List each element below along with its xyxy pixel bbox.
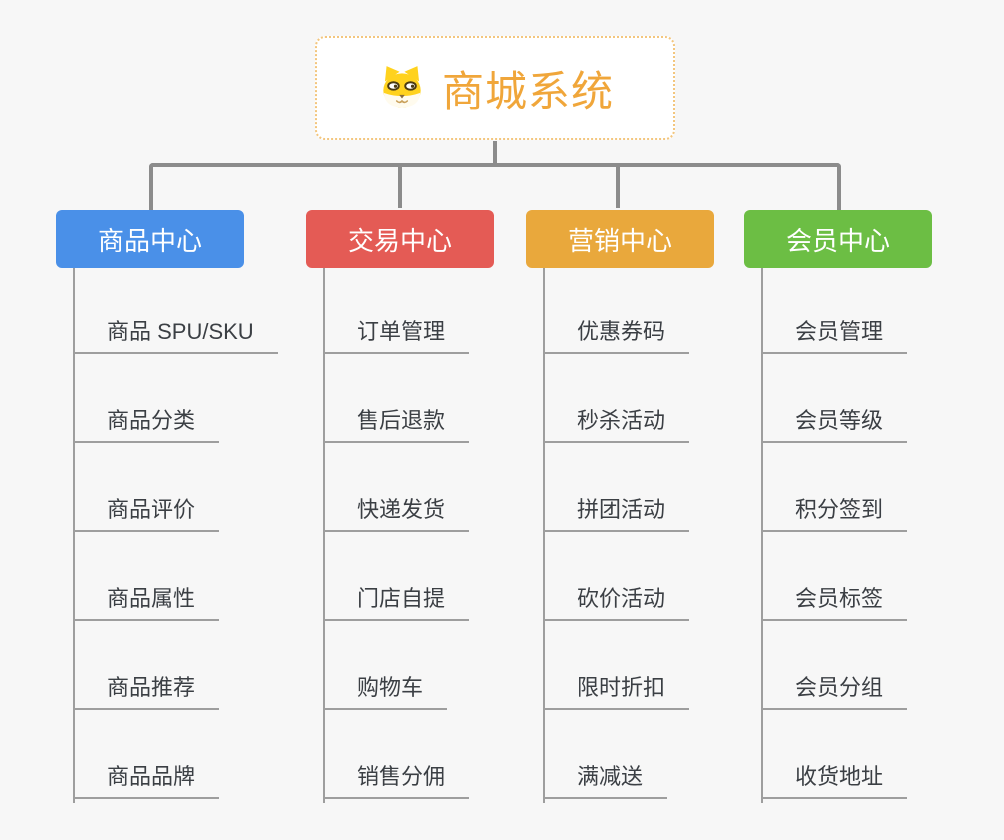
branch-children: 商品 SPU/SKU 商品分类 商品评价 商品属性 商品推荐 商品品牌 [73,265,278,799]
child-topic[interactable]: 商品分类 [73,403,220,443]
child-topic-row: 购物车 [323,621,469,710]
child-topic-row: 限时折扣 [543,621,690,710]
dog-face-icon [376,62,428,114]
child-topic-row: 会员管理 [761,265,908,354]
connector-drop-branch-2 [398,163,402,208]
child-topic-row: 商品评价 [73,443,278,532]
child-topic[interactable]: 购物车 [323,670,448,710]
branch-children: 会员管理 会员等级 积分签到 会员标签 会员分组 收货地址 [761,265,908,799]
child-topic-row: 拼团活动 [543,443,690,532]
branch-trunk-line [323,268,325,803]
child-topic[interactable]: 售后退款 [323,403,470,443]
child-topic[interactable]: 销售分佣 [323,759,470,799]
child-topic-row: 销售分佣 [323,710,470,799]
child-topic[interactable]: 商品评价 [73,492,220,532]
child-topic[interactable]: 拼团活动 [543,492,690,532]
child-topic-row: 商品 SPU/SKU [73,265,278,354]
child-topic-row: 商品品牌 [73,710,278,799]
branch-header-3[interactable]: 会员中心 [744,210,932,268]
branch-label: 营销中心 [567,225,672,256]
child-topic[interactable]: 会员分组 [761,670,908,710]
child-topic-row: 收货地址 [761,710,908,799]
child-topic-row: 商品分类 [73,354,278,443]
child-topic-row: 秒杀活动 [543,354,690,443]
child-topic[interactable]: 门店自提 [323,581,470,621]
child-topic[interactable]: 会员标签 [761,581,908,621]
child-topic-row: 商品属性 [73,532,278,621]
child-topic-row: 会员分组 [761,621,908,710]
child-topic[interactable]: 收货地址 [761,759,908,799]
connector-drop-branch-3 [616,163,620,208]
child-topic[interactable]: 秒杀活动 [543,403,690,443]
branch-children: 优惠券码 秒杀活动 拼团活动 砍价活动 限时折扣 满减送 [543,265,690,799]
branch-column-3: 会员中心 会员管理 会员等级 积分签到 会员标签 会员分组 收货地址 [744,210,932,803]
branch-trunk-line [761,268,763,803]
branch-header-0[interactable]: 商品中心 [56,210,244,268]
child-topic[interactable]: 限时折扣 [543,670,690,710]
child-topic[interactable]: 优惠券码 [543,314,690,354]
connector-root-stub [493,141,497,167]
child-topic[interactable]: 商品 SPU/SKU [73,314,278,354]
child-topic[interactable]: 砍价活动 [543,581,690,621]
child-topic[interactable]: 积分签到 [761,492,908,532]
branch-column-0: 商品中心 商品 SPU/SKU 商品分类 商品评价 商品属性 商品推荐 商品品牌 [56,210,278,803]
child-topic-row: 门店自提 [323,532,470,621]
child-topic-row: 快递发货 [323,443,470,532]
child-topic[interactable]: 商品品牌 [73,759,220,799]
branch-header-2[interactable]: 营销中心 [526,210,714,268]
child-topic[interactable]: 会员等级 [761,403,908,443]
branch-label: 商品中心 [97,225,202,256]
child-topic[interactable]: 订单管理 [323,314,470,354]
child-topic[interactable]: 会员管理 [761,314,908,354]
branch-trunk-line [543,268,545,803]
child-topic[interactable]: 商品属性 [73,581,220,621]
child-topic-row: 满减送 [543,710,689,799]
child-topic[interactable]: 满减送 [543,759,668,799]
branch-column-2: 营销中心 优惠券码 秒杀活动 拼团活动 砍价活动 限时折扣 满减送 [526,210,714,803]
root-title: 商城系统 [441,67,614,115]
child-topic-row: 会员等级 [761,354,908,443]
child-topic[interactable]: 快递发货 [323,492,470,532]
branch-trunk-line [73,268,75,803]
branch-label: 交易中心 [347,225,452,256]
root-node[interactable]: 商城系统 [315,36,675,140]
child-topic-row: 会员标签 [761,532,908,621]
child-topic-row: 砍价活动 [543,532,690,621]
branch-header-1[interactable]: 交易中心 [306,210,494,268]
child-topic-row: 积分签到 [761,443,908,532]
branch-children: 订单管理 售后退款 快递发货 门店自提 购物车 销售分佣 [323,265,470,799]
child-topic-row: 优惠券码 [543,265,690,354]
child-topic-row: 商品推荐 [73,621,278,710]
child-topic-row: 订单管理 [323,265,470,354]
branch-column-1: 交易中心 订单管理 售后退款 快递发货 门店自提 购物车 销售分佣 [306,210,494,803]
connector-bus [149,163,841,212]
branch-label: 会员中心 [785,225,890,256]
child-topic[interactable]: 商品推荐 [73,670,220,710]
child-topic-row: 售后退款 [323,354,470,443]
